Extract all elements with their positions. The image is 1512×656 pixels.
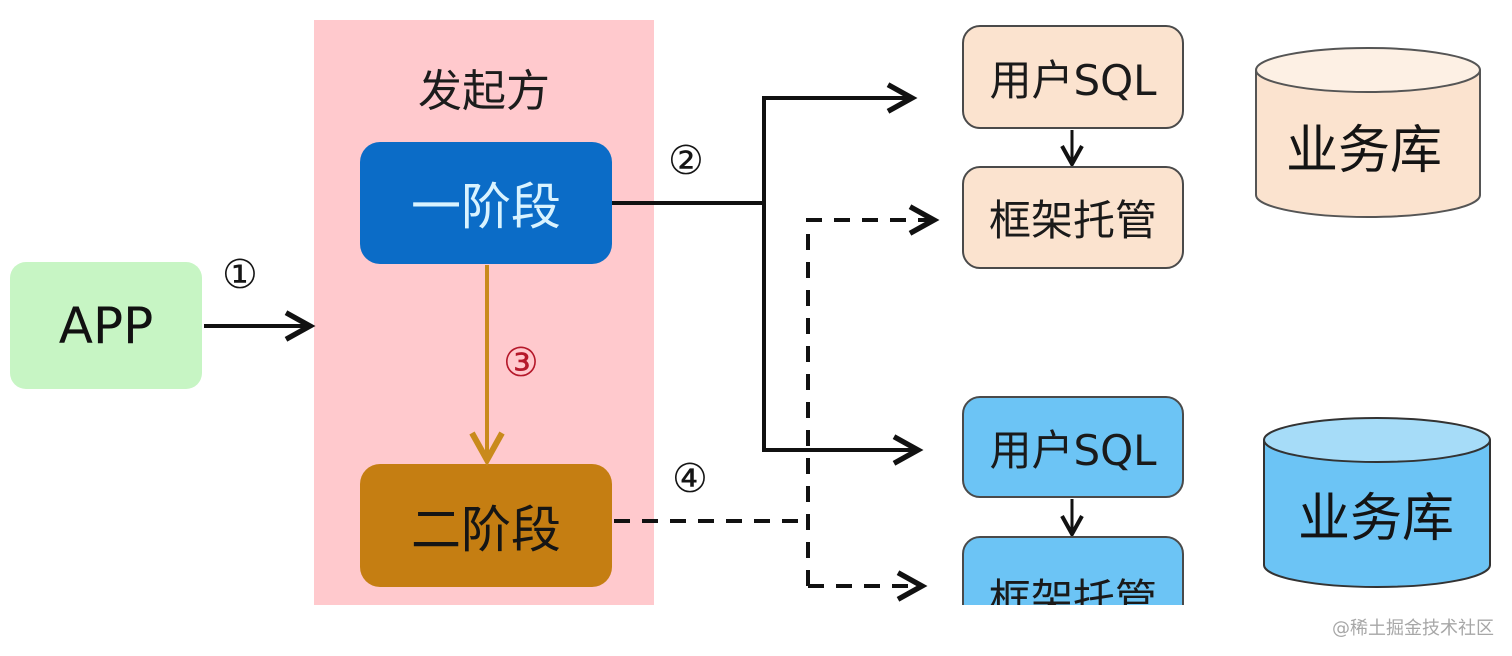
db1-cylinder	[1255, 47, 1481, 218]
initiator-title: 发起方	[418, 66, 550, 117]
step3-label: ③	[503, 340, 539, 386]
db2-user-sql-node: 用户SQL	[962, 396, 1184, 498]
phase2-node: 二阶段	[360, 464, 612, 587]
step1-label: ①	[222, 252, 258, 298]
db2-label: 业务库	[1297, 489, 1454, 549]
edge-phase1-to-sql1	[762, 98, 912, 452]
db1-label: 业务库	[1285, 121, 1442, 181]
bottom-margin	[0, 605, 1512, 656]
db2-cylinder	[1263, 417, 1491, 588]
watermark: @稀土掘金技术社区	[1332, 618, 1494, 639]
edge-phase2-to-frame1	[806, 220, 934, 586]
db1-framework-node: 框架托管	[962, 166, 1184, 269]
app-node: APP	[10, 262, 202, 389]
step4-label: ④	[672, 456, 708, 502]
phase1-node: 一阶段	[360, 142, 612, 264]
step2-label: ②	[668, 138, 704, 184]
db1-user-sql-node: 用户SQL	[962, 25, 1184, 129]
